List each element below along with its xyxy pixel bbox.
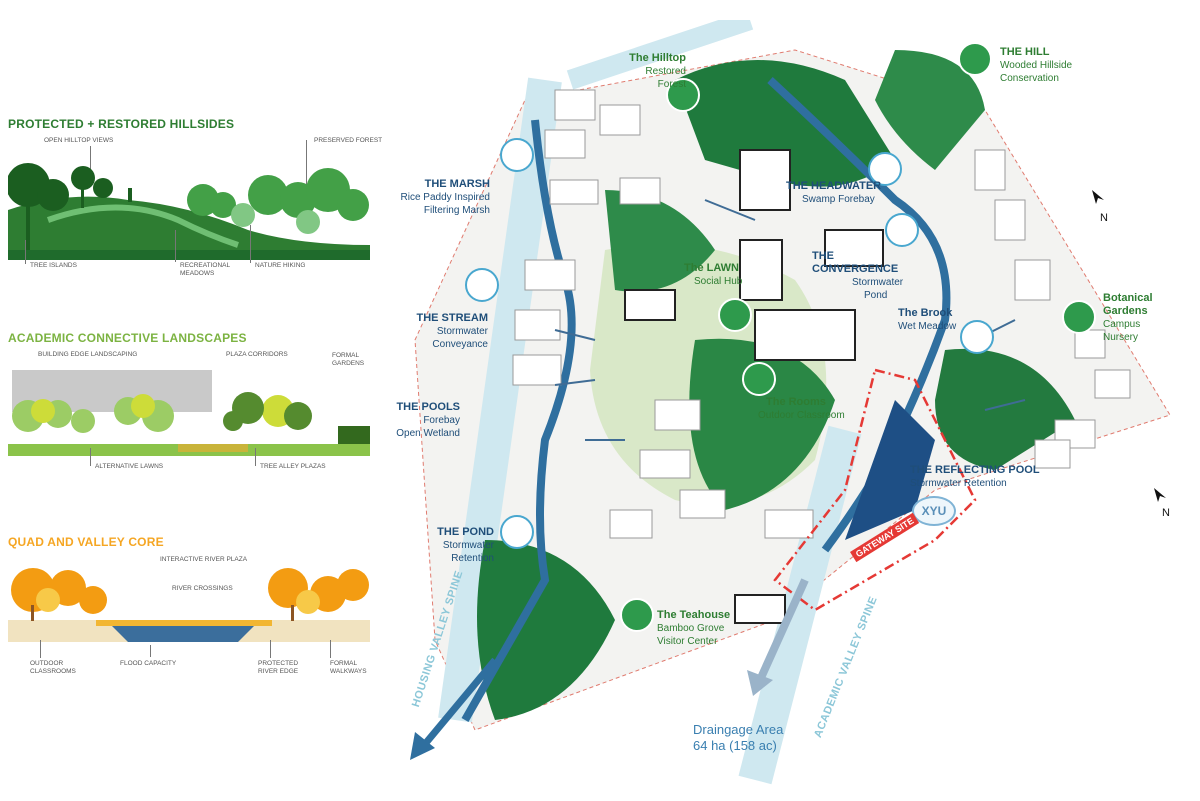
callout-flood-capacity: FLOOD CAPACITY <box>120 660 177 667</box>
callout-alternative-lawns: ALTERNATIVE LAWNS <box>95 463 164 470</box>
label-the-marsh: THE MARSH Rice Paddy Inspired Filtering … <box>400 178 491 216</box>
callout-tree-alley: TREE ALLEY PLAZAS <box>260 463 326 470</box>
label-the-hill: THE HILL Wooded Hillside Conservation <box>1000 46 1073 84</box>
trees-icon <box>958 42 992 76</box>
label-the-pond: THE POND Stormwater Retention <box>437 526 494 564</box>
north-arrow-icon-2 <box>1154 488 1166 502</box>
label-botanical-gardens: Botanical Gardens Campus Nursery <box>1103 292 1153 343</box>
campus-map <box>410 20 1171 785</box>
label-the-rooms: The Rooms Outdoor Classroom <box>758 396 845 421</box>
pond-icon <box>960 320 994 354</box>
swamp-icon <box>868 152 902 186</box>
callout-river-crossings: RIVER CROSSINGS <box>172 585 233 592</box>
callout-open-hilltop: OPEN HILLTOP VIEWS <box>44 137 114 144</box>
drainage-line-2: 64 ha (158 ac) <box>693 738 777 753</box>
tea-cup-icon <box>620 598 654 632</box>
section-illustration-academic <box>8 370 370 456</box>
section-illustration-quad <box>8 568 370 642</box>
callout-outdoor-classrooms: OUTDOOR CLASSROOMS <box>30 660 76 675</box>
section-title-quad: QUAD AND VALLEY CORE <box>8 535 164 549</box>
callout-formal-walkways: FORMAL WALKWAYS <box>330 660 367 675</box>
north-label: N <box>1100 212 1108 224</box>
drainage-area-note: Draingage Area 64 ha (158 ac) <box>693 722 783 754</box>
label-the-lawn: The LAWN Social Hub <box>684 262 743 287</box>
callout-recreational-meadows: RECREATIONAL MEADOWS <box>180 262 230 277</box>
label-the-stream: THE STREAM Stormwater Conveyance <box>416 312 489 350</box>
section-illustration-hillsides <box>8 163 370 260</box>
callout-building-edge: BUILDING EDGE LANDSCAPING <box>38 351 138 358</box>
label-the-convergence: THE CONVERGENCE Stormwater Pond <box>812 250 904 301</box>
label-the-headwater: THE HEADWATER Swamp Forebay <box>786 180 882 205</box>
north-arrow-icon <box>1092 190 1104 204</box>
hiker-icon <box>666 78 700 112</box>
drainage-line-1: Draingage Area <box>693 722 784 737</box>
label-the-brook: The Brook Wet Meadow <box>898 307 957 332</box>
callout-protected-edge: PROTECTED RIVER EDGE <box>258 660 299 675</box>
pool-icon <box>500 515 534 549</box>
callout-interactive-plaza: INTERACTIVE RIVER PLAZA <box>160 556 248 563</box>
reeds-icon <box>500 138 534 172</box>
callout-plaza-corridors: PLAZA CORRIDORS <box>226 351 288 358</box>
callout-preserved-forest: PRESERVED FOREST <box>314 137 383 144</box>
section-title-hillsides: PROTECTED + RESTORED HILLSIDES <box>8 117 235 131</box>
reader-icon <box>742 362 776 396</box>
waves-icon <box>465 268 499 302</box>
marsh-icon <box>885 213 919 247</box>
runner-icon <box>718 298 752 332</box>
callout-formal-gardens: FORMAL GARDENS <box>332 352 365 367</box>
label-the-hilltop: The Hilltop Restored Forest <box>629 52 686 90</box>
callout-nature-hiking: NATURE HIKING <box>255 262 306 269</box>
xyu-marker: XYU <box>912 496 956 526</box>
plant-icon <box>1062 300 1096 334</box>
section-title-academic: ACADEMIC CONNECTIVE LANDSCAPES <box>8 331 247 345</box>
label-the-pools: THE POOLS Forebay Open Wetland <box>396 401 460 439</box>
label-the-teahouse: The Teahouse Bamboo Grove Visitor Center <box>657 609 731 647</box>
callout-tree-islands: TREE ISLANDS <box>30 262 77 269</box>
north-label-2: N <box>1162 507 1170 519</box>
label-the-reflecting-pool: THE REFLECTING POOL Stormwater Retention <box>910 464 1040 489</box>
